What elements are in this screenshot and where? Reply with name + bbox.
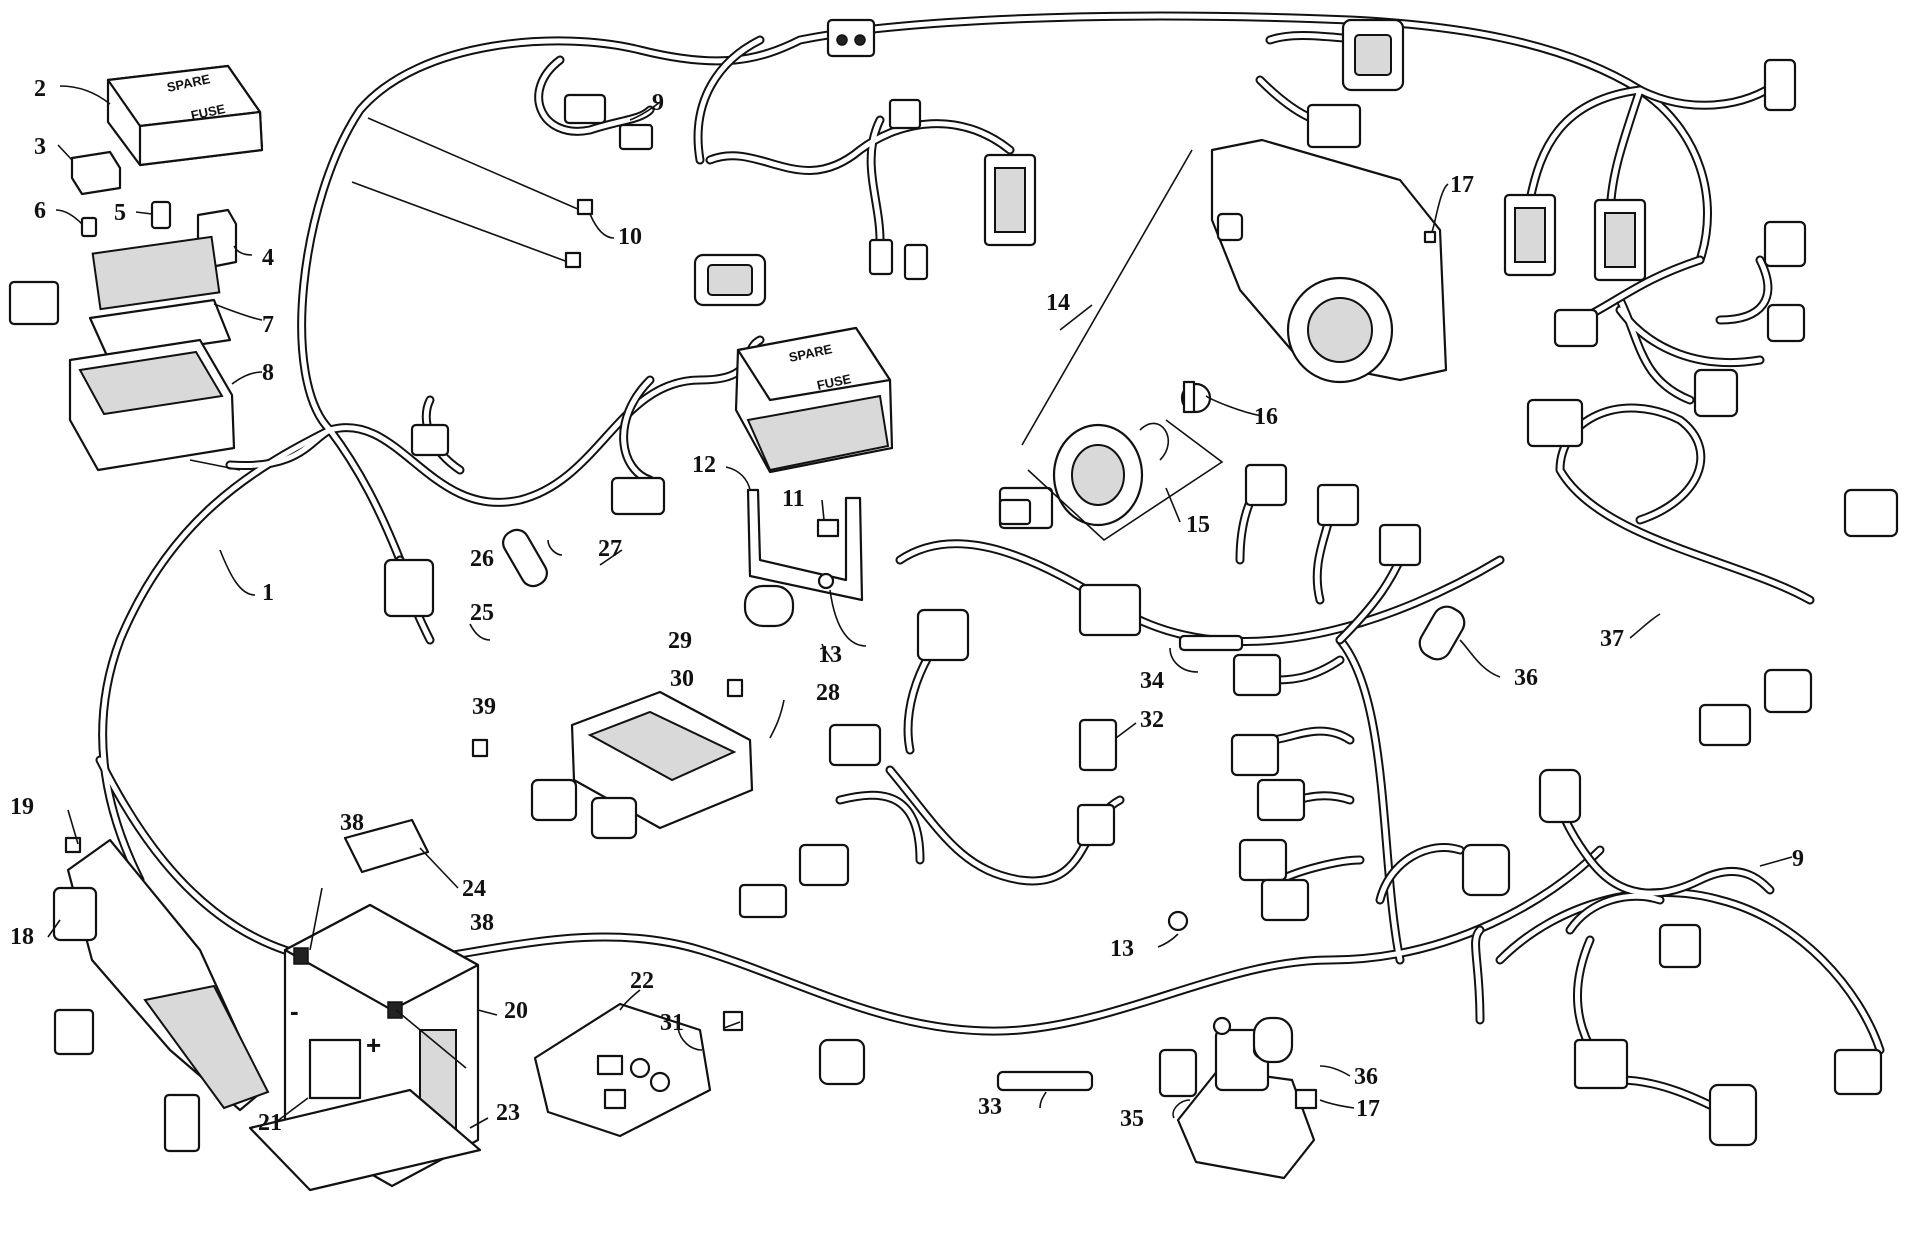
headlight-bezel-icon <box>1052 423 1144 527</box>
callout-33: 33 <box>978 1094 1002 1120</box>
fuse-icon <box>80 200 172 238</box>
bulb-icon <box>1139 380 1212 461</box>
callout-36b: 36 <box>1354 1064 1378 1090</box>
callout-37: 37 <box>1600 626 1624 652</box>
callout-32: 32 <box>1140 707 1164 733</box>
cable-tie-icon <box>351 117 594 269</box>
callout-21: 21 <box>258 1110 282 1136</box>
callout-7: 7 <box>262 312 274 338</box>
callout-14: 14 <box>1046 290 1070 316</box>
callout-10: 10 <box>618 224 642 250</box>
battery-positive-mark: + <box>366 1030 381 1060</box>
fuse-box-lid-fuse: FUSE <box>816 371 853 393</box>
callout-9: 9 <box>652 90 664 116</box>
callout-19: 19 <box>10 794 34 820</box>
callout-34: 34 <box>1140 668 1164 694</box>
callout-18: 18 <box>10 924 34 950</box>
callout-22: 22 <box>630 968 654 994</box>
nut-icon <box>817 572 1189 932</box>
fuse-box-lid-fuse: FUSE <box>190 101 227 123</box>
callout-38: 38 <box>340 810 364 836</box>
callout-12: 12 <box>692 452 716 478</box>
terminal-boot-icon <box>502 528 1466 1064</box>
fuse-box-icon: SPARE FUSE <box>734 326 894 474</box>
callout-labels: 1 2 3 4 5 6 7 8 9 9 10 11 12 13 13 14 15… <box>10 76 1804 1136</box>
callout-38b: 38 <box>470 910 494 936</box>
callout-3: 3 <box>34 134 46 160</box>
group-outline <box>1021 149 1224 542</box>
callout-13b: 13 <box>1110 936 1134 962</box>
callout-2: 2 <box>34 76 46 102</box>
callout-26: 26 <box>470 546 494 572</box>
callout-25: 25 <box>470 600 494 626</box>
callout-13: 13 <box>818 642 842 668</box>
callout-20: 20 <box>504 998 528 1024</box>
battery-pad-icon <box>248 1088 482 1192</box>
callout-31: 31 <box>660 1010 684 1036</box>
callout-1: 1 <box>262 580 274 606</box>
callout-17b: 17 <box>1356 1096 1380 1122</box>
callout-16: 16 <box>1254 404 1278 430</box>
ecu-icon <box>530 690 754 840</box>
battery-strap-icon <box>343 818 430 874</box>
callout-30: 30 <box>670 666 694 692</box>
callout-6: 6 <box>34 198 46 224</box>
callout-35: 35 <box>1120 1106 1144 1132</box>
callout-29: 29 <box>668 628 692 654</box>
fuse-box-icon: SPARE FUSE <box>106 64 264 167</box>
mount-clip-icon <box>996 1070 1094 1092</box>
battery-negative-mark: - <box>290 996 299 1026</box>
pedal-sensor-icon <box>52 838 270 1112</box>
callout-23: 23 <box>496 1100 520 1126</box>
callout-11: 11 <box>782 486 805 512</box>
callout-9b: 9 <box>1792 846 1804 872</box>
leader-lines <box>47 85 1793 1129</box>
callout-36: 36 <box>1514 665 1538 691</box>
headlight-icon <box>1210 138 1448 384</box>
solenoid-icon <box>1176 1016 1316 1180</box>
callout-5: 5 <box>114 200 126 226</box>
bolt-icon <box>64 230 1437 1110</box>
branch-wires <box>395 31 1785 1115</box>
mount-clip-icon <box>1178 634 1244 652</box>
fuse-box-base-icon <box>68 338 236 472</box>
callout-4: 4 <box>262 245 274 271</box>
fuse-box-gasket-icon <box>91 235 221 311</box>
callout-24: 24 <box>462 876 486 902</box>
callout-39: 39 <box>472 694 496 720</box>
callout-27: 27 <box>598 536 622 562</box>
callout-28: 28 <box>816 680 840 706</box>
connector-icon <box>8 18 1899 1153</box>
callout-17: 17 <box>1450 172 1474 198</box>
callout-15: 15 <box>1186 512 1210 538</box>
hardware-kit-icon <box>533 1002 712 1138</box>
bracket-icon <box>746 488 864 602</box>
callout-8: 8 <box>262 360 274 386</box>
